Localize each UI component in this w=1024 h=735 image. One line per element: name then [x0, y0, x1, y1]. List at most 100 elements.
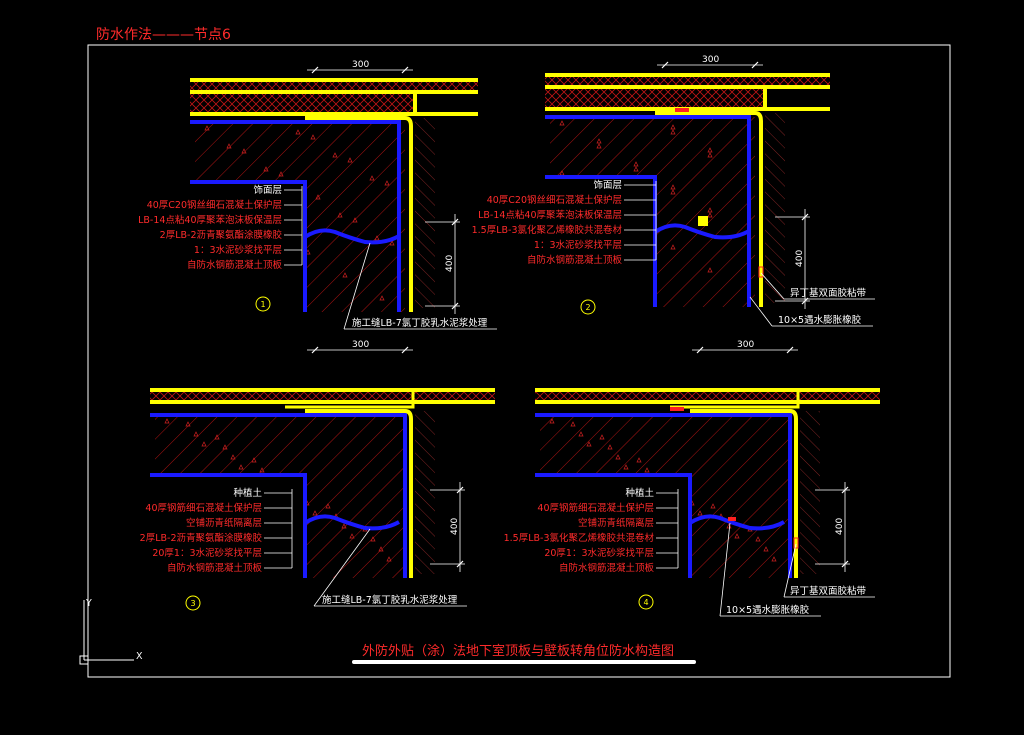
waterstop-block: [698, 216, 708, 226]
inner-concrete-outline: [190, 180, 307, 312]
layer-label: 20厚1：3水泥砂浆找平层: [152, 547, 262, 559]
detail-number: 3: [191, 599, 196, 608]
aggregate-mark: [633, 161, 639, 167]
aggregate-mark: [374, 235, 380, 241]
concrete-hatch: [195, 122, 405, 312]
protection-layer-hatch: [535, 392, 880, 400]
dim-tick: [786, 346, 794, 354]
aggregate-mark: [201, 441, 207, 447]
layer-label: 1：3水泥砂浆找平层: [194, 244, 282, 256]
aggregate-mark: [379, 295, 385, 301]
note-rubber: 10×5遇水膨胀橡胶: [726, 604, 810, 616]
aggregate-mark: [707, 212, 713, 218]
aggregate-mark: [386, 556, 392, 562]
layer-label: 40厚C20钢丝细石混凝土保护层: [147, 199, 282, 211]
layer-label: 2厚LB-2沥青聚氨酯涂膜橡胶: [140, 532, 263, 544]
aggregate-mark: [755, 536, 761, 542]
node-heading: 防水作法———节点6: [96, 27, 231, 43]
soil-hatch: [765, 113, 785, 303]
note-leader: [749, 296, 773, 327]
soil-hatch: [415, 118, 435, 308]
layer-label: LB-14点粘40厚聚苯泡沫板保温层: [478, 209, 622, 221]
aggregate-mark: [370, 536, 376, 542]
wall-waterproof-membrane: [690, 409, 798, 578]
aggregate-mark: [670, 129, 676, 135]
ucs-x-label: X: [136, 651, 143, 662]
swell-rubber-mark: [758, 266, 764, 278]
aggregate-mark: [771, 556, 777, 562]
dim-top-value: 300: [352, 340, 369, 350]
layer-label: 自防水钢筋混凝土顶板: [559, 562, 655, 574]
aggregate-mark: [633, 166, 639, 172]
step-membrane: [413, 92, 478, 116]
aggregate-mark: [384, 180, 390, 186]
dim-tick: [401, 66, 409, 74]
ucs-y-label: Y: [85, 598, 92, 609]
layer-label: 自防水钢筋混凝土顶板: [527, 254, 623, 266]
concrete-outline: [545, 115, 751, 307]
inner-concrete-outline: [545, 175, 657, 307]
layer-label: LB-14点粘40厚聚苯泡沫板保温层: [138, 214, 282, 226]
swell-rubber-mark: [793, 537, 799, 549]
aggregate-mark: [570, 421, 576, 427]
turnup-membrane: [670, 390, 800, 409]
note-tape: 异丁基双面胶粘带: [790, 585, 867, 597]
note-leader: [343, 242, 371, 330]
aggregate-mark: [710, 503, 716, 509]
insulation-hatch: [545, 89, 765, 107]
aggregate-mark: [389, 240, 395, 246]
aggregate-mark: [214, 434, 220, 440]
waterstop-block: [728, 517, 736, 521]
wall-waterproof-membrane: [655, 111, 763, 307]
aggregate-mark: [707, 267, 713, 273]
dim-side-value: 400: [450, 518, 460, 535]
aggregate-mark: [670, 184, 676, 190]
aggregate-mark: [378, 546, 384, 552]
drawing-title: 外防外贴（涂）法地下室顶板与壁板转角位防水构造图: [362, 643, 674, 659]
aggregate-mark: [278, 171, 284, 177]
aggregate-mark: [586, 441, 592, 447]
aggregate-mark: [222, 444, 228, 450]
aggregate-mark: [164, 418, 170, 424]
aggregate-mark: [670, 189, 676, 195]
aggregate-mark: [204, 125, 210, 131]
dim-side-value: 400: [445, 255, 455, 272]
aggregate-mark: [193, 431, 199, 437]
layer-label: 饰面层: [253, 184, 282, 196]
aggregate-mark: [596, 143, 602, 149]
construction-joint: [688, 514, 785, 531]
aggregate-mark: [697, 510, 703, 516]
aggregate-mark: [599, 434, 605, 440]
protection-layer-hatch: [190, 82, 478, 90]
dim-top-value: 300: [352, 60, 369, 70]
note-leader: [719, 522, 731, 617]
detail-number-circle: [638, 594, 654, 610]
sealing-tape-mark: [675, 108, 689, 112]
layer-label: 20厚1：3水泥砂浆找平层: [544, 547, 654, 559]
aggregate-mark: [707, 152, 713, 158]
aggregate-mark: [315, 194, 321, 200]
dim-top-value: 300: [702, 55, 719, 65]
aggregate-mark: [263, 166, 269, 172]
layer-label: 40厚钢筋细石混凝土保护层: [537, 502, 654, 514]
concrete-outline: [535, 413, 792, 578]
aggregate-mark: [241, 148, 247, 154]
aggregate-mark: [325, 503, 331, 509]
layer-label: 1.5厚LB-3氯化聚乙烯橡胶共混卷材: [504, 532, 655, 544]
concrete-hatch: [155, 415, 405, 578]
aggregate-mark: [230, 454, 236, 460]
note-rubber: 10×5遇水膨胀橡胶: [778, 314, 862, 326]
aggregate-mark: [251, 457, 257, 463]
aggregate-mark: [226, 143, 232, 149]
layer-label: 空铺沥青纸隔离层: [578, 517, 654, 529]
layer-label: 1：3水泥砂浆找平层: [534, 239, 622, 251]
construction-joint: [303, 514, 400, 531]
detail-number: 4: [644, 598, 649, 607]
detail-number: 1: [261, 300, 266, 309]
aggregate-mark: [337, 212, 343, 218]
aggregate-mark: [607, 444, 613, 450]
layer-label: 自防水钢筋混凝土顶板: [187, 259, 283, 271]
detail-number-circle: [580, 299, 596, 315]
aggregate-mark: [623, 464, 629, 470]
